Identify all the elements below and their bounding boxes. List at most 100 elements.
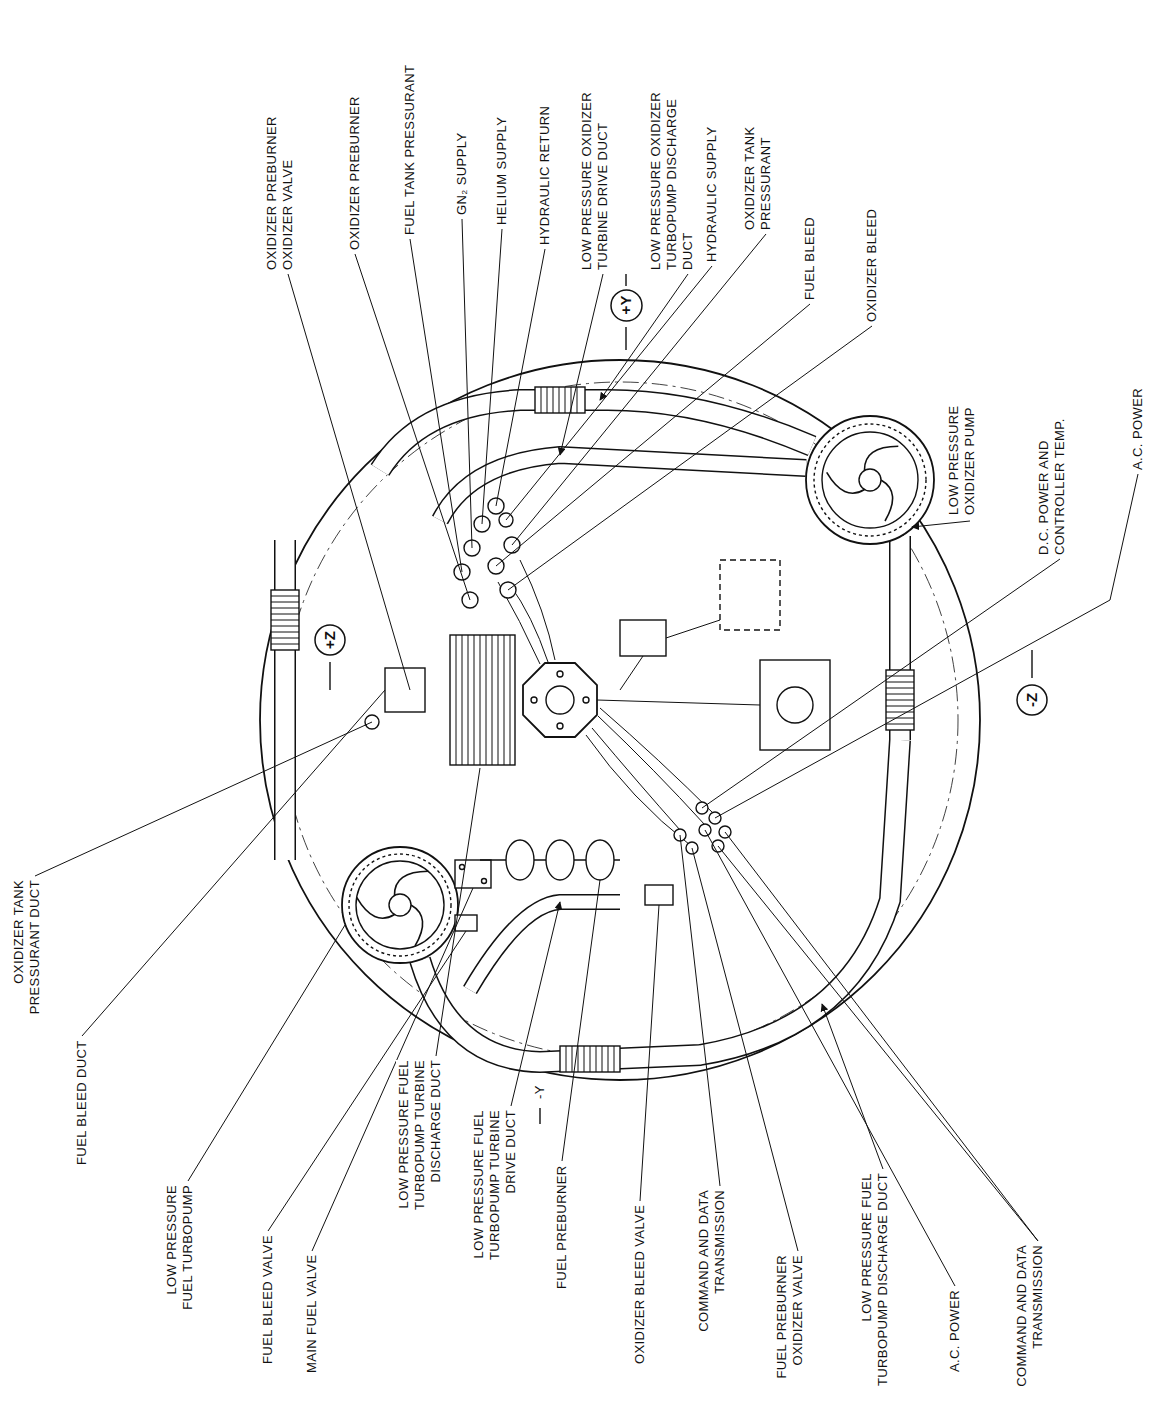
part-label: HELIUM SUPPLY	[494, 117, 510, 225]
leader-line	[496, 249, 545, 506]
axis-marker-outline	[1016, 684, 1048, 716]
axis-tick	[1031, 650, 1032, 678]
pump-inlet	[356, 861, 444, 949]
leader-line	[482, 229, 502, 524]
part-label: OXIDIZER BLEED	[864, 209, 880, 322]
part-label: OXIDIZER PREBURNER OXIDIZER VALVE	[264, 95, 296, 270]
leader-line	[822, 1004, 883, 1169]
main-valve-body	[455, 860, 491, 888]
tube-bank-lines	[456, 635, 510, 765]
part-label: LOW PRESSURE OXIDIZER TURBOPUMP DISCHARG…	[648, 65, 696, 270]
controller-outline	[720, 560, 780, 630]
bolt	[583, 697, 589, 703]
leader-line	[715, 474, 1138, 818]
leader-line	[462, 219, 472, 548]
leader-line	[355, 254, 470, 600]
bellows-rings	[886, 676, 914, 724]
part-label: MAIN FUEL VALVE	[304, 1255, 320, 1373]
tube-bank	[450, 635, 515, 765]
leader-line	[511, 902, 560, 1106]
part-label: OXIDIZER TANK PRESSURANT	[742, 100, 774, 230]
axis-marker-outline	[610, 289, 643, 322]
leader-line	[188, 925, 345, 1181]
part-label: LOW PRESSURE OXIDIZER PUMP	[946, 385, 978, 515]
axis-tick	[625, 274, 626, 350]
pump-hub	[389, 894, 411, 916]
bleed-valve-body	[455, 915, 477, 931]
part-label: HYDRAULIC SUPPLY	[704, 127, 720, 262]
bellows-rings	[271, 596, 299, 644]
axis-marker-circle: -Z	[1016, 684, 1048, 716]
part-label: COMMAND AND DATA TRANSMISSION	[696, 1190, 728, 1350]
bellows-rings	[566, 1046, 614, 1072]
part-label: FUEL PREBURNER	[554, 1165, 570, 1289]
leader-line	[288, 274, 410, 690]
part-label: FUEL BLEED	[802, 217, 818, 300]
leader-line	[496, 304, 810, 566]
valve-actuator	[760, 660, 830, 750]
axis-label: +Y	[617, 296, 635, 315]
part-label: GN₂ SUPPLY	[454, 133, 470, 216]
axis-label: -Z	[1023, 693, 1041, 707]
pump-bolt-circle	[349, 854, 451, 956]
duct-wall	[420, 740, 900, 1062]
leader-line	[506, 266, 712, 520]
preburner-dome	[546, 840, 574, 880]
leader-line	[702, 559, 1060, 808]
part-label: A.C. POWER	[1130, 388, 1146, 470]
leader-line	[508, 326, 872, 590]
bellows	[271, 590, 299, 650]
duct-bore	[470, 902, 620, 990]
leader-line	[312, 888, 473, 1251]
leader-line	[268, 931, 466, 1231]
gimbal-hub	[523, 663, 597, 737]
marker-ring	[611, 290, 642, 321]
tubing	[597, 620, 760, 705]
leader-line	[640, 905, 659, 1201]
axis-label: +Z	[321, 631, 339, 649]
part-label: COMMAND AND DATA TRANSMISSION	[1014, 1245, 1046, 1405]
inducer-blades	[827, 446, 899, 521]
part-label: FUEL BLEED VALVE	[260, 1235, 276, 1364]
pump-hub	[859, 469, 881, 491]
part-label: LOW PRESSURE OXIDIZER TURBINE DRIVE DUCT	[579, 65, 611, 270]
leader-line	[725, 832, 1038, 1241]
part-label: LOW PRESSURE FUEL TURBOPUMP DISCHARGE DU…	[859, 1173, 891, 1408]
actuator-port	[777, 687, 813, 723]
leader-line	[512, 234, 766, 545]
bellows	[560, 1046, 620, 1072]
duct-wall	[440, 455, 806, 520]
marker-ring	[315, 625, 345, 655]
duct-bore	[420, 740, 900, 1062]
valve-actuator	[620, 620, 666, 656]
leader-line	[410, 239, 462, 572]
part-label: FUEL TANK PRESSURANT	[402, 65, 418, 235]
pump-bolt-circle	[814, 424, 926, 536]
part-label: HYDRAULIC RETURN	[537, 106, 553, 245]
leader-line	[705, 830, 955, 1286]
leader-line	[560, 274, 603, 455]
bellows	[535, 387, 585, 413]
axis-marker-circle: +Y	[610, 289, 643, 322]
pump-housing	[806, 416, 934, 544]
bolt	[531, 697, 537, 703]
part-label: LOW PRESSURE FUEL TURBOPUMP TURBINE DISC…	[396, 1060, 444, 1230]
preburner-dome	[586, 840, 614, 880]
duct-bore	[440, 455, 806, 520]
preburner-dome	[506, 840, 534, 880]
marker-ring	[1017, 685, 1047, 715]
part-label: OXIDIZER TANK PRESSURANT DUCT	[11, 880, 43, 1030]
duct-wall	[274, 540, 296, 860]
axis-label: -Y	[532, 1085, 548, 1099]
bleed-valve-body	[645, 885, 673, 905]
bellows-rings	[541, 387, 577, 413]
inducer-blades	[357, 871, 429, 946]
pump-housing	[342, 847, 458, 963]
part-label: D.C. POWER AND CONTROLLER TEMP.	[1036, 405, 1068, 555]
part-label: A.C. POWER	[947, 1290, 963, 1372]
part-label: OXIDIZER PREBURNER	[347, 96, 363, 250]
